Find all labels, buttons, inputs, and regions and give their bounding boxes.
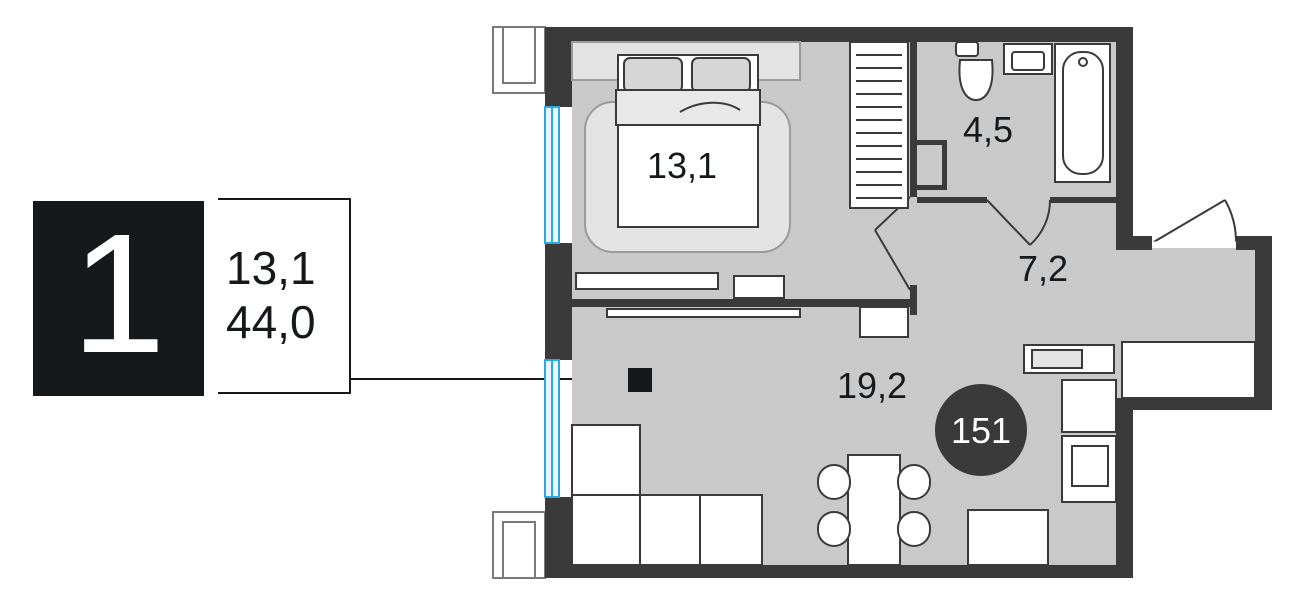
balcony-frame-top — [492, 26, 546, 94]
room-count: 1 — [71, 199, 166, 389]
balcony-frame-bottom — [492, 511, 546, 579]
window-living — [544, 359, 560, 498]
bathroom-fixtures — [955, 41, 1111, 183]
bedroom-shelves — [575, 272, 785, 299]
balcony-door — [1151, 199, 1238, 245]
hall-area-label: 7,2 — [1018, 248, 1068, 289]
bathroom-area-label: 4,5 — [963, 109, 1013, 150]
living-furniture — [571, 306, 1117, 566]
balcony-radiator — [1121, 341, 1256, 399]
location-marker — [628, 368, 652, 392]
bedroom-area-label: 13,1 — [647, 145, 717, 186]
window-bedroom — [544, 106, 560, 244]
living-area-label: 19,2 — [837, 365, 907, 406]
wardrobe — [849, 41, 909, 209]
total-area-value: 44,0 — [226, 296, 316, 348]
interior-doors — [874, 196, 1052, 291]
walls — [545, 27, 1272, 578]
living-area-value: 13,1 — [226, 242, 316, 294]
area-summary: 13,1 44,0 — [218, 198, 351, 394]
unit-number: 151 — [951, 410, 1011, 451]
bed — [571, 41, 801, 253]
unit-number-badge — [935, 384, 1027, 476]
room-count-badge: 1 — [33, 201, 204, 396]
